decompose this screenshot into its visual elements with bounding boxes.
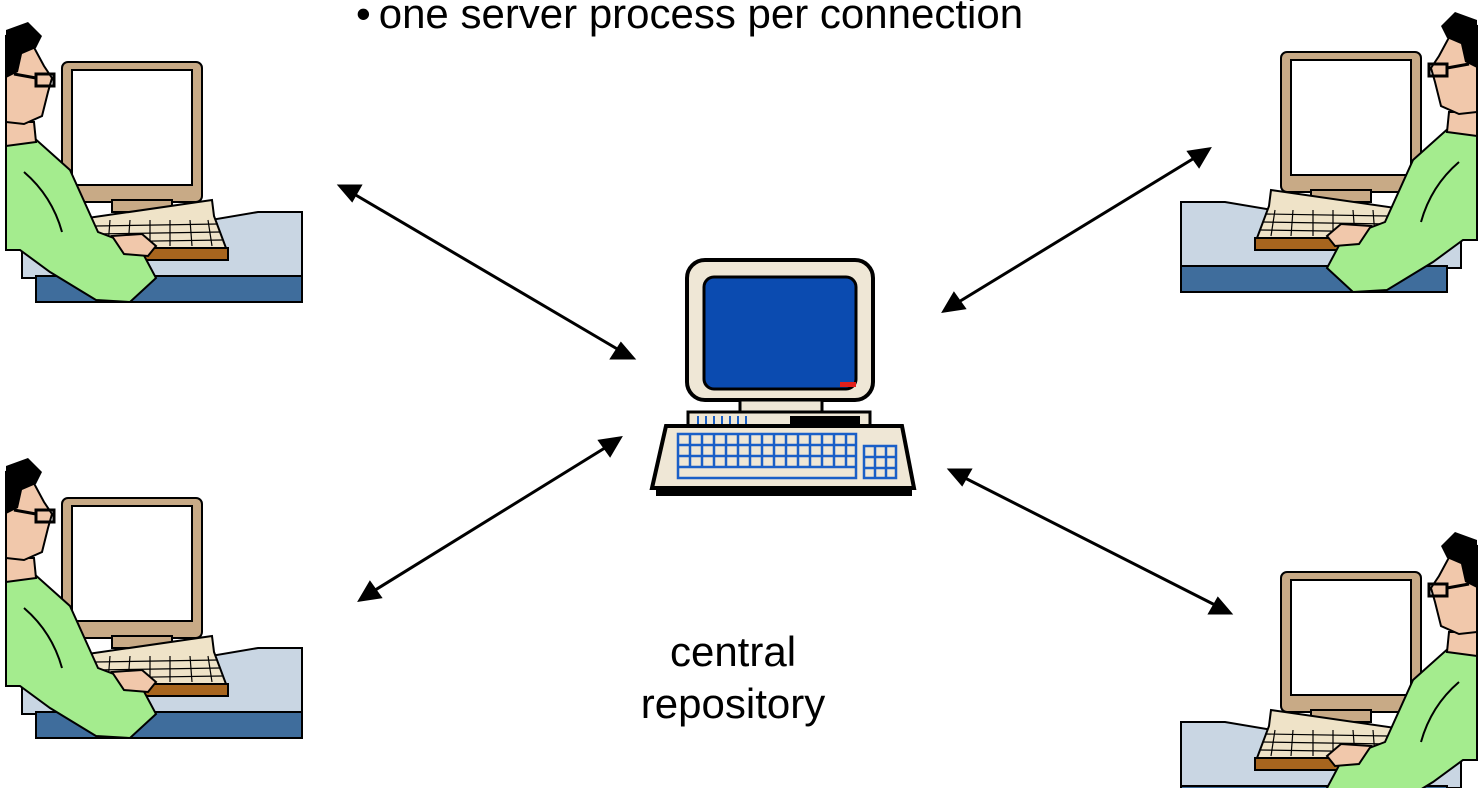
client-workstation-top-left	[4, 20, 304, 304]
client-workstation-top-right	[1179, 10, 1479, 294]
bullet-text: one server process per connection	[378, 0, 1024, 37]
desktop-computer-icon	[649, 258, 917, 496]
caption-line-repository: repository	[640, 680, 826, 727]
bidirectional-arrow-icon	[357, 436, 623, 602]
server-caption: central repository	[620, 626, 846, 730]
client-workstation-bottom-right	[1179, 530, 1479, 788]
bidirectional-arrow-icon	[946, 468, 1234, 615]
bidirectional-arrow-icon	[336, 184, 637, 360]
bullet-marker: •	[356, 0, 371, 37]
bullet-item: •one server process per connection	[356, 0, 1023, 38]
client-workstation-bottom-left	[4, 456, 304, 740]
bidirectional-arrow-icon	[941, 147, 1212, 313]
caption-line-central: central	[669, 628, 797, 675]
power-led	[840, 382, 856, 387]
